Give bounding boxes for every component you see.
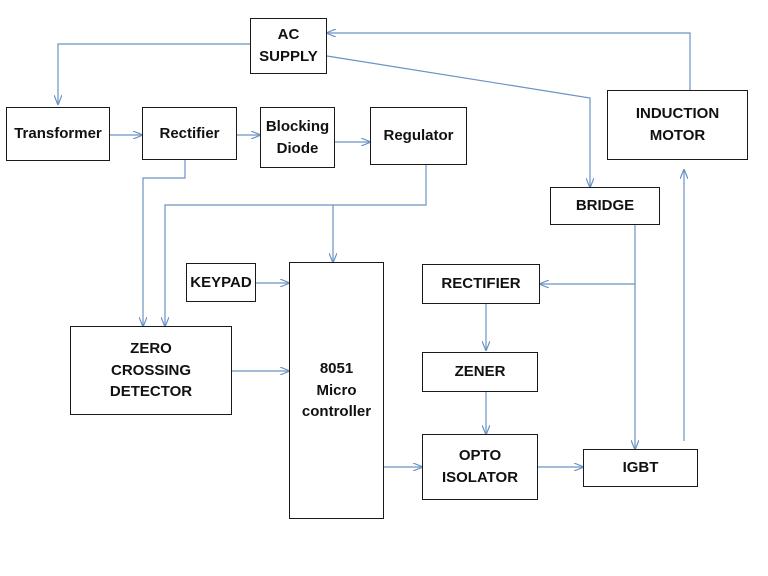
induction-motor-block: INDUCTION MOTOR — [607, 90, 748, 160]
wire-motor-to-ac — [327, 33, 691, 90]
regulator-block: Regulator — [370, 107, 467, 165]
microcontroller-block: 8051 Micro controller — [289, 262, 384, 519]
rectifier-right-block: RECTIFIER — [422, 264, 540, 304]
rectifier-block: Rectifier — [142, 107, 237, 160]
wire-regulator-to-zcd — [165, 165, 427, 326]
opto-isolator-block: OPTO ISOLATOR — [422, 434, 538, 500]
wire-bridge-to-rectifier — [540, 225, 636, 284]
wire-rectifier-to-zcd — [143, 160, 186, 326]
transformer-block: Transformer — [6, 107, 110, 161]
igbt-block: IGBT — [583, 449, 698, 487]
zero-crossing-detector-block: ZERO CROSSING DETECTOR — [70, 326, 232, 415]
wire-ac-to-transformer — [58, 43, 250, 104]
ac-supply-block: AC SUPPLY — [250, 18, 327, 74]
wire-ac-to-bridge — [326, 55, 590, 187]
blocking-diode-block: Blocking Diode — [260, 107, 335, 168]
keypad-block: KEYPAD — [186, 263, 256, 302]
zener-block: ZENER — [422, 352, 538, 392]
bridge-block: BRIDGE — [550, 187, 660, 225]
